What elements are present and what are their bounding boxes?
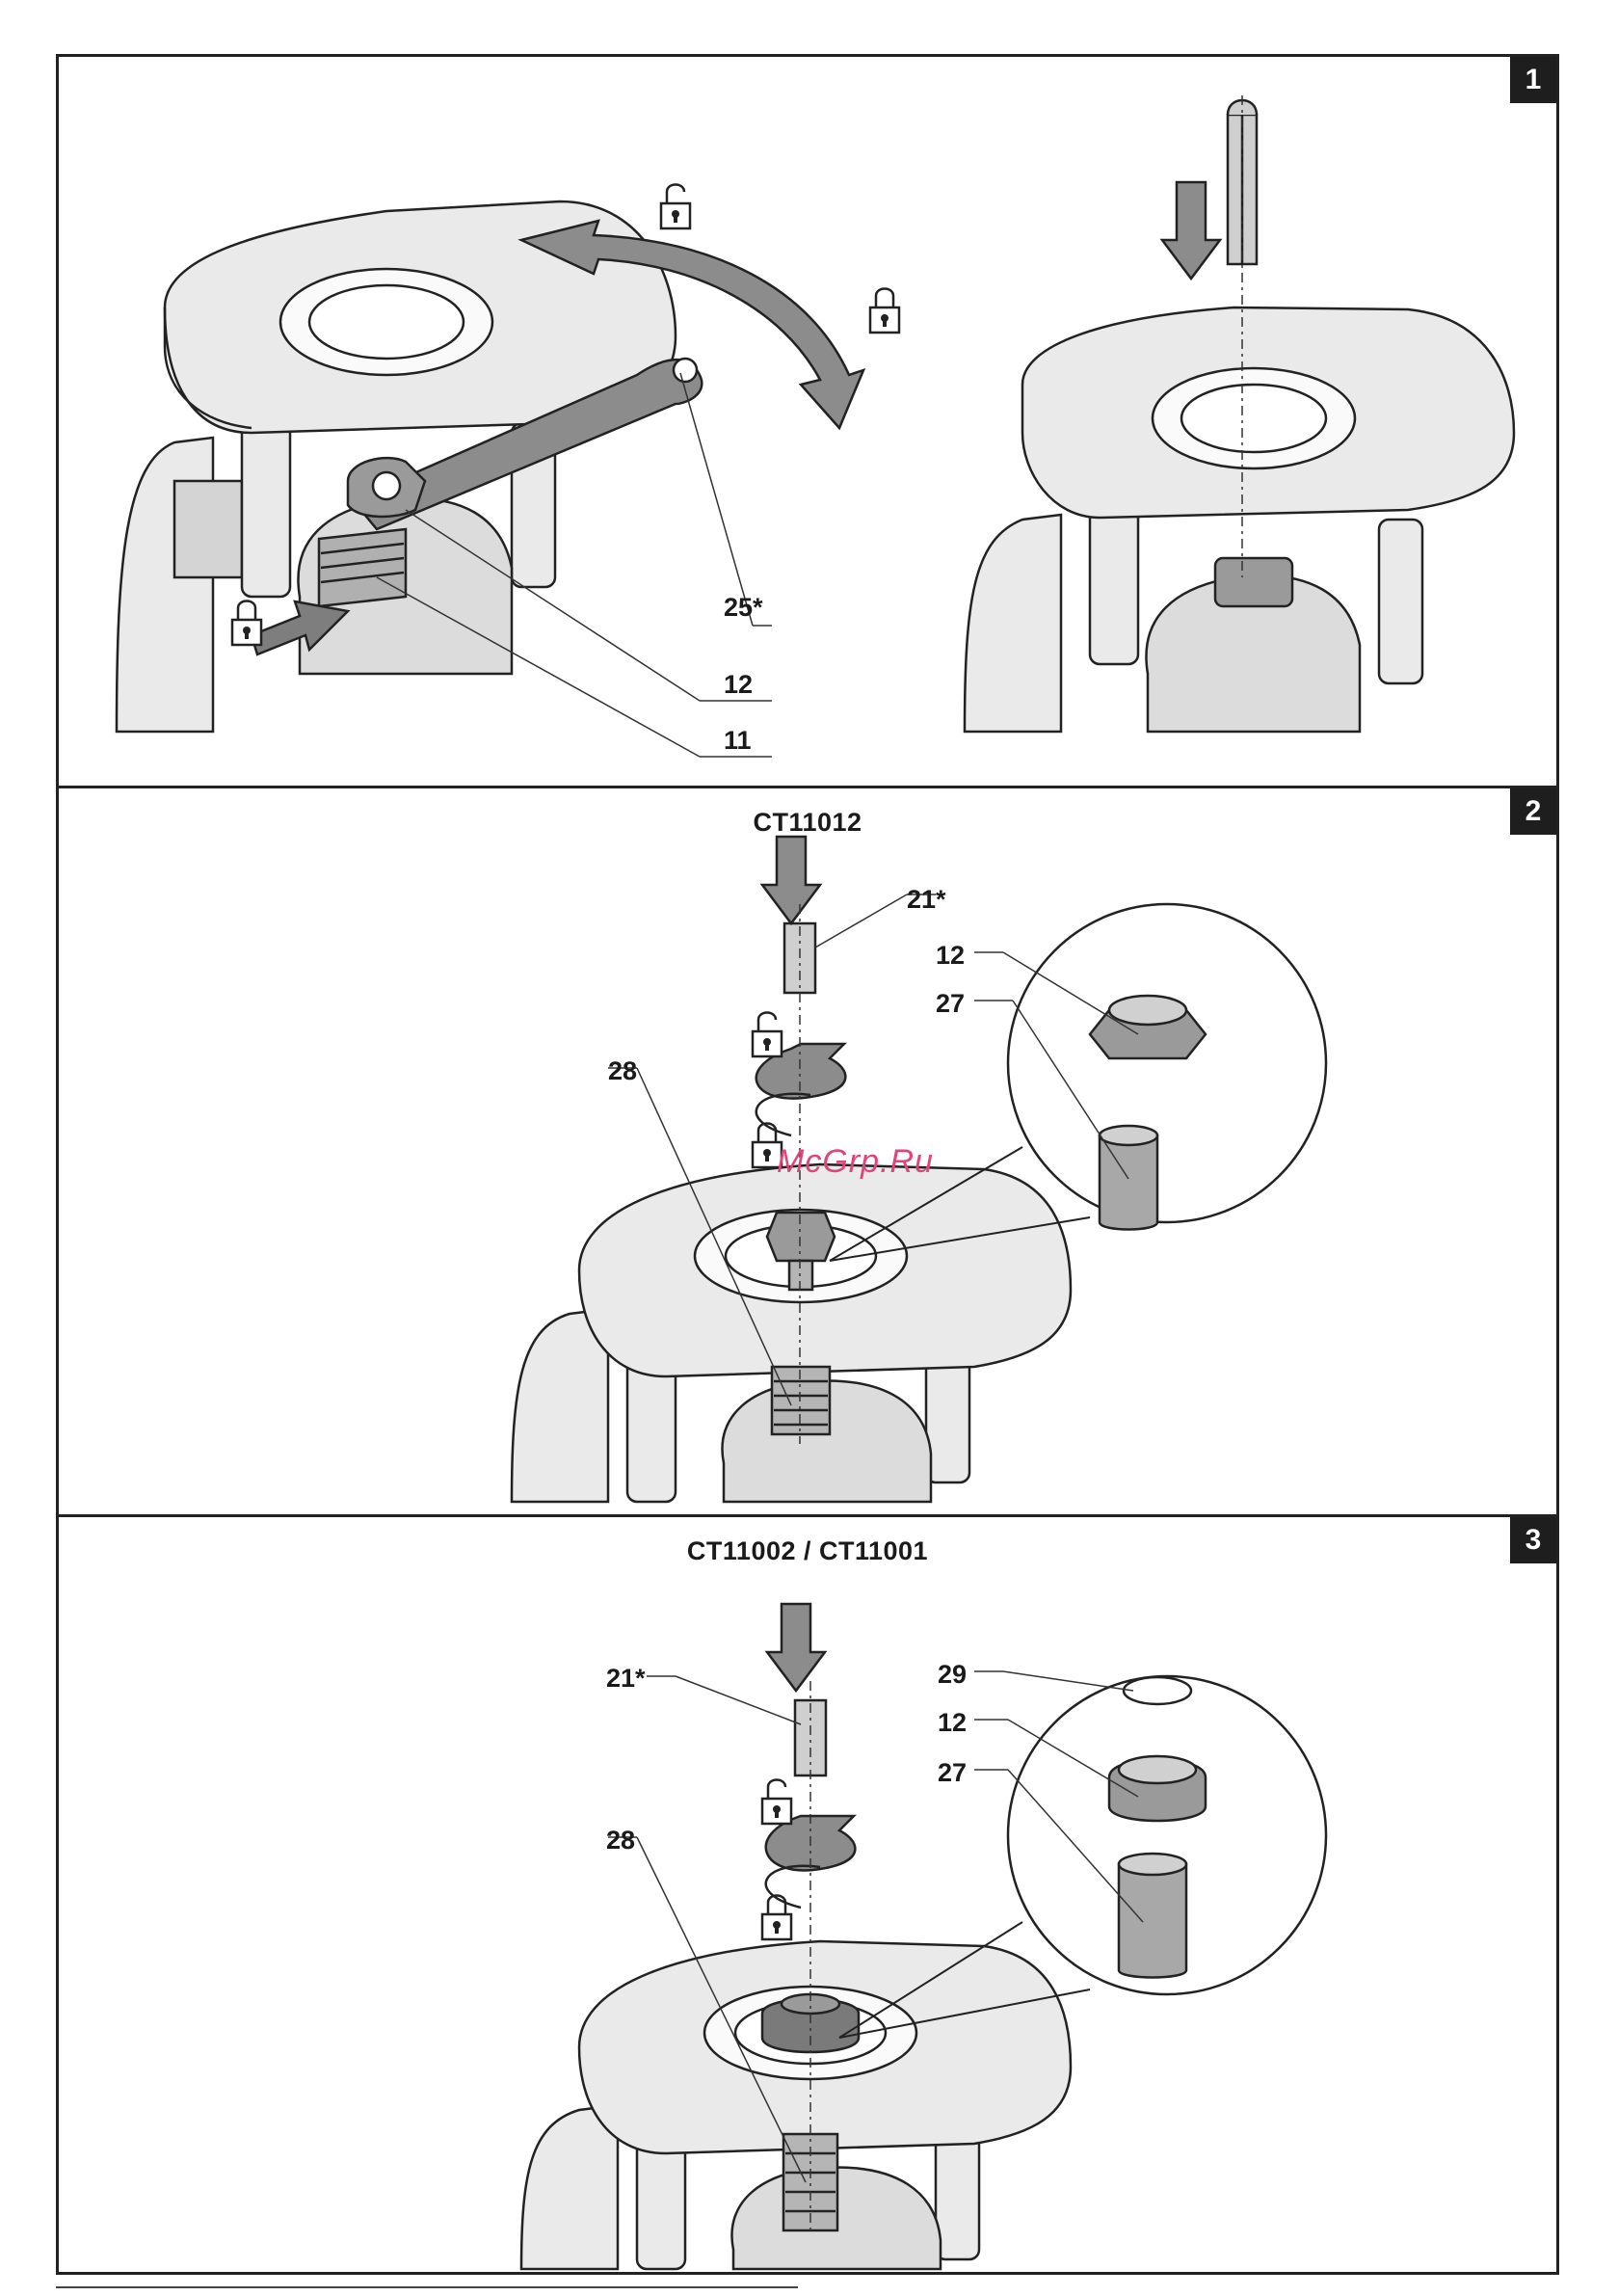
callout-11: 11 <box>724 726 752 756</box>
panel-1: 1 <box>59 57 1556 786</box>
panel-2: 2 CT11012 <box>59 786 1556 1514</box>
figure-frame: 1 <box>56 54 1559 2275</box>
collet-27 <box>1119 1864 1186 1978</box>
spindle-lock-button <box>319 529 406 606</box>
callout-27: 27 <box>936 989 965 1019</box>
callout-21: 21* <box>907 885 946 915</box>
watermark: McGrp.Ru <box>777 1143 934 1181</box>
lock-closed-icon <box>232 601 261 646</box>
detail-magnifier <box>1008 904 1326 1222</box>
lock-closed-icon <box>870 289 899 334</box>
collet-nut-installed <box>767 1213 835 1261</box>
router-handle <box>512 1309 608 1502</box>
router-handle <box>521 2105 618 2269</box>
callout-12: 12 <box>724 670 753 700</box>
callout-29: 29 <box>938 1660 967 1690</box>
callout-27: 27 <box>938 1758 967 1788</box>
router-column <box>242 423 290 597</box>
callout-28: 28 <box>606 1826 635 1855</box>
arrow-down-icon <box>767 1604 825 1691</box>
callout-12: 12 <box>938 1708 967 1738</box>
router-motor-block <box>174 481 242 577</box>
lock-open-icon <box>661 185 690 229</box>
router-handle-right <box>965 515 1061 732</box>
arrow-down-icon <box>1162 182 1220 279</box>
callout-25: 25* <box>724 593 763 623</box>
panel-3: 3 CT11002 / CT11001 <box>59 1514 1556 2272</box>
lock-open-icon <box>753 1013 782 1057</box>
collet-27 <box>1100 1135 1157 1230</box>
arrow-down-icon <box>762 837 820 923</box>
callout-28: 28 <box>608 1056 637 1086</box>
panel-1-illustration <box>59 57 1556 786</box>
collet-nut-right <box>1215 558 1292 606</box>
callout-21: 21* <box>606 1664 646 1694</box>
callout-12: 12 <box>936 941 965 971</box>
panel-3-illustration <box>59 1517 1556 2275</box>
lock-open-icon <box>762 1780 791 1825</box>
footer-rule <box>56 2286 798 2288</box>
